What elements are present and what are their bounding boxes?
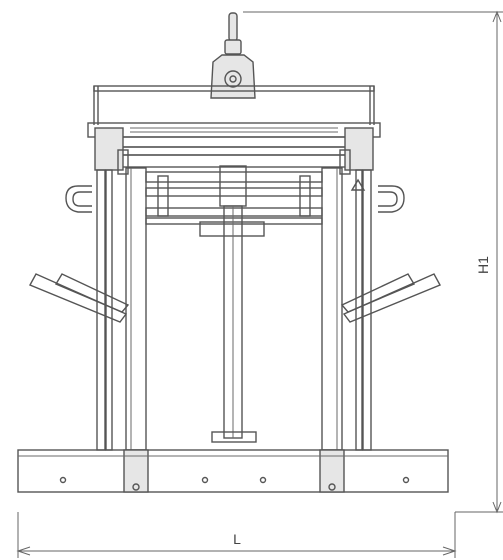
length-dimension-label: L: [233, 531, 241, 547]
height-dimension: [243, 10, 503, 514]
base-beam: [17, 449, 449, 493]
lifting-eye: [210, 12, 256, 99]
inner-beams: [145, 171, 323, 237]
length-dimension: [16, 512, 457, 558]
left-hook: [65, 185, 92, 213]
left-column: [94, 127, 147, 451]
center-post: [211, 165, 257, 443]
height-dimension-label: H1: [475, 256, 491, 274]
right-arms: [340, 273, 441, 323]
right-column: [321, 127, 374, 451]
left-arms: [29, 273, 130, 323]
right-hook: [378, 185, 405, 213]
